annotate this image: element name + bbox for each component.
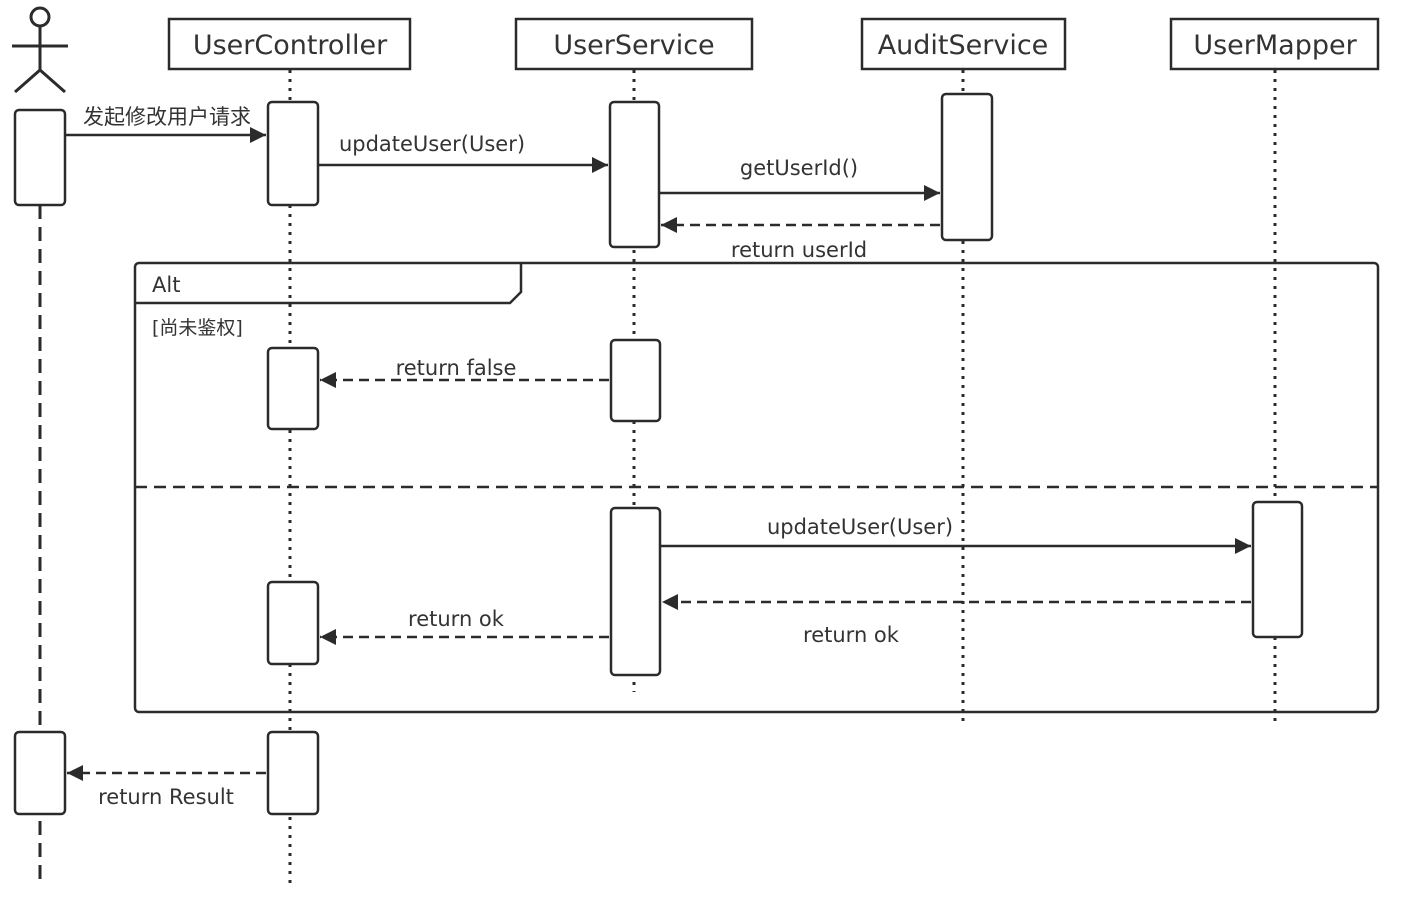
participant-usermapper: UserMapper: [1169, 17, 1380, 71]
message-return-ok-mapper: return ok: [662, 594, 1251, 647]
participant-label: UserMapper: [1193, 30, 1357, 61]
message-request: 发起修改用户请求: [65, 105, 266, 143]
alt-fragment: Alt [尚未鉴权]: [133, 261, 1380, 714]
participant-usercontroller: UserController: [167, 17, 412, 71]
message-return-ok-service: return ok: [320, 607, 609, 645]
activation-boxes: [13, 92, 1304, 816]
message-label: 发起修改用户请求: [83, 105, 251, 129]
activation-controller-4: [266, 730, 320, 816]
message-label: return ok: [803, 623, 900, 647]
fragment-operator: Alt: [152, 273, 180, 297]
message-label: updateUser(User): [339, 132, 525, 156]
activation-actor-2: [13, 730, 67, 816]
activation-service-1: [608, 100, 661, 249]
activation-audit-1: [940, 92, 994, 242]
participant-label: AuditService: [878, 30, 1049, 61]
message-update-user-1: updateUser(User): [318, 132, 608, 173]
message-label: return userId: [731, 238, 867, 262]
message-get-user-id: getUserId(): [659, 156, 940, 201]
activation-actor-1: [13, 108, 67, 207]
message-label: return ok: [408, 607, 505, 631]
message-return-false: return false: [320, 356, 609, 388]
message-label: return Result: [98, 785, 234, 809]
activation-mapper-1: [1251, 500, 1304, 639]
actor-figure: [12, 6, 68, 94]
activation-service-2: [609, 338, 662, 423]
activation-controller-2: [266, 346, 320, 431]
participant-label: UserController: [193, 30, 388, 61]
message-label: return false: [396, 356, 517, 380]
activation-service-3: [609, 506, 662, 677]
message-label: getUserId(): [740, 156, 858, 180]
participant-auditservice: AuditService: [860, 17, 1067, 71]
message-update-user-2: updateUser(User): [660, 515, 1251, 554]
fragment-guard: [尚未鉴权]: [152, 317, 243, 339]
activation-controller-3: [266, 580, 320, 666]
activation-controller-1: [266, 100, 320, 207]
message-return-user-id: return userId: [661, 217, 940, 262]
message-label: updateUser(User): [767, 515, 953, 539]
message-return-result: return Result: [67, 765, 266, 809]
participant-label: UserService: [553, 30, 714, 61]
participant-userservice: UserService: [514, 17, 754, 71]
